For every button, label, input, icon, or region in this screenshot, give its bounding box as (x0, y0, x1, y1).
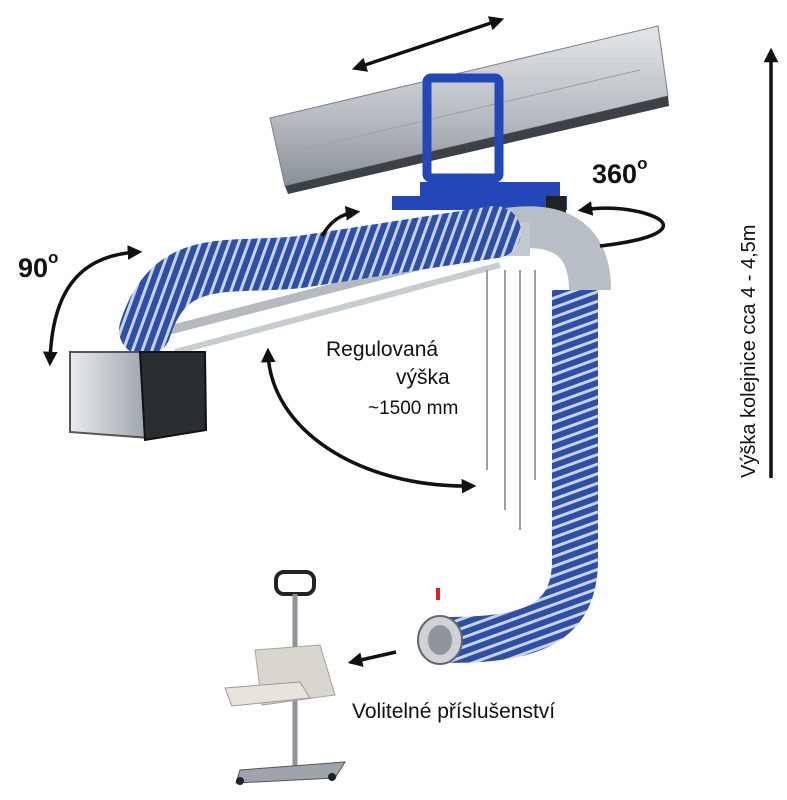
support-cables (486, 270, 536, 530)
swivel-360-value: 360 (592, 159, 638, 189)
rail-height-label: Výška kolejnice cca 4 - 4,5m (738, 224, 760, 478)
nozzle-head (69, 351, 208, 442)
swivel-360-label: 360o (592, 154, 647, 190)
rail-travel-arrow (351, 16, 505, 72)
swivel-360-unit: o (637, 154, 648, 173)
boom-hose (119, 206, 521, 356)
hose-end-clamp (417, 588, 463, 665)
tilt-90-unit: o (48, 248, 59, 267)
accessory-pointer-arrow (347, 650, 397, 667)
adjustable-height-line2: výška (396, 366, 450, 389)
accessory-stand (224, 570, 346, 785)
swivel-360-arrow (577, 201, 665, 248)
ceiling-rail (269, 25, 669, 194)
vertical-hose (444, 290, 598, 663)
tilt-90-label: 90o (18, 248, 58, 284)
boom-rotate-arrow (320, 205, 361, 237)
adjustable-height-line1: Regulovaná (326, 338, 439, 361)
tilt-90-value: 90 (18, 253, 49, 283)
motion-arrows (42, 16, 779, 667)
adjustable-height-value: ~1500 mm (368, 398, 459, 419)
tilt-90-arrow (42, 245, 143, 367)
optional-accessory-label: Volitelné příslušenství (352, 700, 556, 723)
height-adjust-arrow (260, 347, 477, 494)
